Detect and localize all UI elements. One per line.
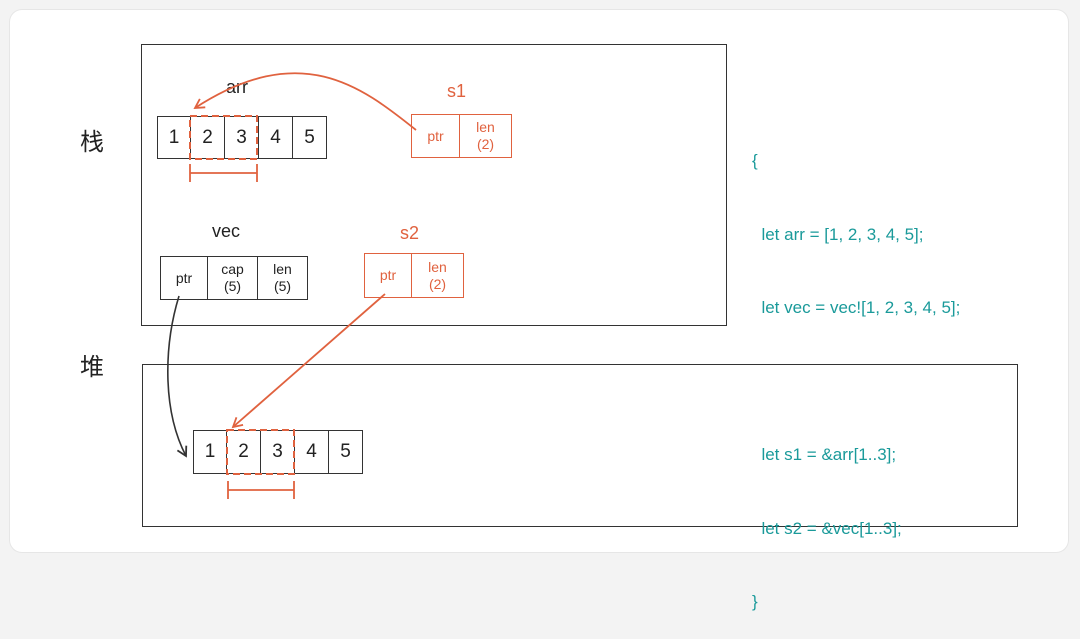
stack-label: 栈 bbox=[80, 128, 104, 156]
s2-ptr-text: ptr bbox=[379, 267, 397, 283]
s2-len-field: len (2) bbox=[412, 253, 464, 298]
s2-label: s2 bbox=[400, 223, 420, 243]
vec-cap-label: cap bbox=[221, 261, 244, 277]
s1-label: s1 bbox=[447, 81, 467, 101]
heap-cell-3: 4 bbox=[295, 430, 329, 474]
heap-cell-1: 2 bbox=[227, 430, 261, 474]
s1-ptr-field: ptr bbox=[411, 114, 460, 158]
code-line: let arr = [1, 2, 3, 4, 5]; bbox=[752, 224, 924, 244]
heap-array: 1 2 3 4 5 bbox=[193, 430, 363, 474]
s1-len-label: len bbox=[476, 119, 495, 135]
s1-len-value: (2) bbox=[476, 136, 495, 152]
s1-struct: ptr len (2) bbox=[411, 114, 512, 158]
vec-ptr-field: ptr bbox=[160, 256, 208, 300]
heap-cell-2: 3 bbox=[261, 430, 295, 474]
code-block: { let arr = [1, 2, 3, 4, 5]; let vec = v… bbox=[752, 100, 960, 639]
code-line: } bbox=[752, 592, 758, 611]
vec-struct: ptr cap (5) len (5) bbox=[160, 256, 308, 300]
arr-cell-4: 5 bbox=[293, 116, 327, 159]
arr-array: 1 2 3 4 5 bbox=[157, 116, 327, 159]
vec-len-value: (5) bbox=[273, 278, 292, 294]
vec-label: vec bbox=[212, 221, 241, 241]
heap-label: 堆 bbox=[80, 353, 104, 381]
vec-cap-field: cap (5) bbox=[208, 256, 258, 300]
s2-len-label: len bbox=[428, 258, 447, 275]
vec-len-field: len (5) bbox=[258, 256, 308, 300]
arr-cell-1: 2 bbox=[191, 116, 225, 159]
vec-cap-value: (5) bbox=[223, 278, 242, 294]
s2-struct: ptr len (2) bbox=[364, 253, 464, 298]
code-line bbox=[752, 370, 960, 395]
arr-cell-2: 3 bbox=[225, 116, 259, 159]
code-line: { bbox=[752, 151, 758, 170]
s2-len-value: (2) bbox=[428, 275, 447, 292]
code-line: let vec = vec![1, 2, 3, 4, 5]; bbox=[752, 298, 961, 317]
heap-cell-0: 1 bbox=[193, 430, 227, 474]
arr-label: arr bbox=[226, 77, 248, 97]
arr-cell-3: 4 bbox=[259, 116, 293, 159]
s1-len-field: len (2) bbox=[460, 114, 512, 158]
vec-len-label: len bbox=[273, 261, 292, 277]
s1-ptr-text: ptr bbox=[427, 127, 444, 144]
heap-cell-4: 5 bbox=[329, 430, 363, 474]
vec-ptr-text: ptr bbox=[175, 269, 193, 286]
arr-cell-0: 1 bbox=[157, 116, 191, 159]
s2-ptr-field: ptr bbox=[364, 253, 412, 298]
code-line: let s2 = &vec[1..3]; bbox=[752, 518, 902, 538]
code-line: let s1 = &arr[1..3]; bbox=[752, 445, 897, 464]
